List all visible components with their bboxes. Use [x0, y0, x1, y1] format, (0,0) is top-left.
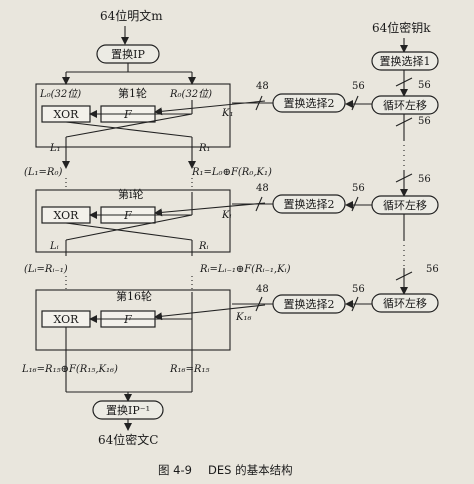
- round1-cross-b: [65, 113, 193, 138]
- eq1-left: (L₁=R₀): [24, 167, 62, 178]
- pc2-1-label: 置换选择2: [284, 96, 335, 110]
- width-48-a: 48: [256, 81, 269, 92]
- slash-56-e: [351, 196, 359, 212]
- shift16-label: 循环左移: [383, 297, 427, 310]
- li-label: Lᵢ: [49, 241, 59, 252]
- caption-text: DES 的基本结构: [208, 463, 293, 477]
- width-56-f: 56: [426, 264, 439, 275]
- ri-label: Rᵢ: [198, 241, 209, 252]
- pc2-i-label: 置换选择2: [284, 197, 335, 211]
- eqi-left: (Lᵢ=Rᵢ₋₁): [24, 264, 68, 275]
- slash-56-g: [351, 296, 359, 312]
- slash-56-a: [395, 77, 413, 87]
- r1-label: R₁: [198, 143, 211, 154]
- slash-56-b: [351, 95, 359, 111]
- ciphertext-label: 64位密文C: [98, 432, 158, 447]
- shift1-box: [371, 95, 439, 115]
- pc1-box: [371, 51, 439, 71]
- roundi-cross-a: [65, 222, 193, 241]
- round1-xor-label: XOR: [54, 108, 80, 121]
- round1-frame: [35, 83, 231, 148]
- shifti-label: 循环左移: [383, 199, 427, 212]
- round16-frame: [35, 289, 231, 351]
- eq16-right: R₁₆=R₁₅: [169, 364, 209, 375]
- width-56-e: 56: [352, 183, 365, 194]
- roundi-frame: [35, 189, 231, 253]
- width-56-c: 56: [418, 116, 431, 127]
- roundi-xor-label: XOR: [54, 209, 80, 222]
- k16-label: K₁₆: [235, 312, 252, 323]
- slash-48-b: [255, 196, 263, 212]
- plaintext-label: 64位明文m: [100, 8, 163, 23]
- arrow-k16: [154, 304, 266, 321]
- width-56-g: 56: [352, 284, 365, 295]
- pc2-16-label: 置换选择2: [284, 297, 335, 311]
- ki-label: Kᵢ: [221, 210, 231, 221]
- pc1-label: 置换选择1: [380, 54, 431, 68]
- eq16-left: L₁₆=R₁₅⊕F(R₁₅,K₁₆): [21, 364, 118, 375]
- k1-label: K₁: [221, 108, 233, 119]
- round16-xor-label: XOR: [54, 313, 80, 326]
- slash-56-c: [395, 117, 413, 127]
- slash-56-d: [395, 173, 413, 183]
- slash-48-c: [255, 296, 263, 312]
- slash-48-a: [255, 95, 263, 111]
- round1-label: 第1轮: [118, 86, 147, 100]
- l1-label: L₁: [49, 143, 61, 154]
- round1-cross-a: [65, 121, 193, 138]
- ip-inverse-label: 置换IP⁻¹: [106, 403, 150, 417]
- key-label: 64位密钥k: [372, 20, 431, 35]
- slash-56-f: [395, 271, 413, 281]
- width-48-c: 48: [256, 284, 269, 295]
- arrow-ki: [154, 202, 266, 217]
- shift16-box: [371, 293, 439, 313]
- l0-label: L₀(32位): [39, 88, 81, 100]
- eq1-right: R₁=L₀⊕F(R₀,K₁): [191, 167, 272, 178]
- roundi-cross-b: [65, 214, 193, 241]
- r0-label: R₀(32位): [169, 88, 212, 100]
- eqi-right: Rᵢ=Lᵢ₋₁⊕F(Rᵢ₋₁,Kᵢ): [199, 264, 291, 275]
- width-48-b: 48: [256, 183, 269, 194]
- width-56-d: 56: [418, 174, 431, 185]
- ip-label: 置换IP: [111, 47, 145, 61]
- width-56-a: 56: [418, 80, 431, 91]
- shift1-label: 循环左移: [383, 99, 427, 112]
- caption-figure-number: 图 4-9: [158, 463, 192, 477]
- roundi-label: 第i轮: [118, 187, 144, 201]
- width-56-b: 56: [352, 81, 365, 92]
- round16-label: 第16轮: [116, 289, 152, 303]
